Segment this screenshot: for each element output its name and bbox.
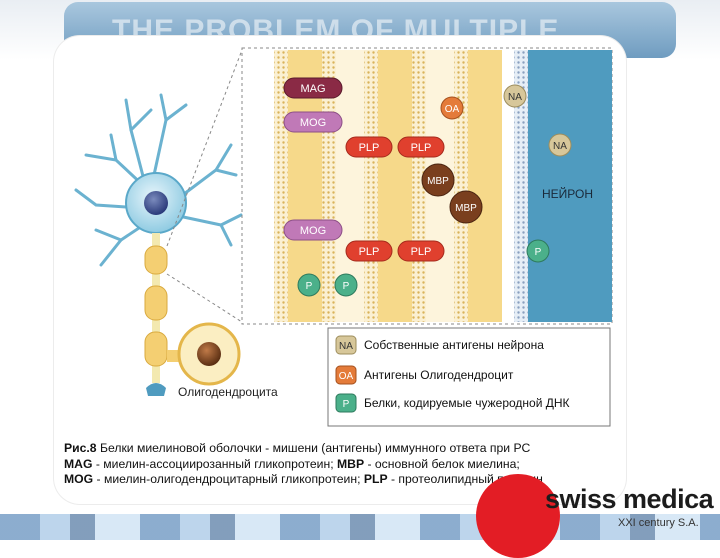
svg-text:OA: OA [445, 104, 460, 115]
badge-p-3: P [526, 239, 550, 263]
badge-na-2: NA [548, 133, 572, 157]
caption-line-2: MAG - миелин-ассоциирозанный гликопротеи… [64, 457, 624, 473]
zoom-guide-lines [166, 49, 243, 323]
svg-text:OA: OA [339, 371, 354, 382]
badge-mbp-1: MBP [421, 163, 455, 197]
svg-text:P: P [535, 247, 542, 258]
svg-text:MOG: MOG [300, 225, 326, 237]
neuron-dendrites [74, 93, 243, 267]
caption-mag-abbr: MAG [64, 456, 93, 471]
axon-terminal [146, 383, 166, 396]
svg-text:P: P [343, 281, 350, 292]
badge-mbp-2: MBP [449, 190, 483, 224]
badge-na-1: NA [503, 84, 527, 108]
svg-text:Белки, кодируемые чужеродной Д: Белки, кодируемые чужеродной ДНК [364, 396, 570, 410]
badge-mag: MAG [283, 77, 343, 99]
badge-p-1: P [297, 273, 321, 297]
svg-text:MAG: MAG [300, 83, 325, 95]
svg-text:NA: NA [508, 92, 522, 103]
badge-plp-4: PLP [397, 240, 445, 262]
svg-text:PLP: PLP [359, 246, 380, 258]
caption-mag-def: - миелин-ассоциирозанный гликопротеин; [92, 456, 337, 471]
badge-mog-bottom: MOG [283, 219, 343, 241]
legend-item-oa: OA Антигены Олигодендроцит [335, 365, 514, 385]
oligodendrocyte-label: Олигодендроцита [178, 385, 278, 399]
caption-line-1: Рис.8 Белки миелиновой оболочки - мишени… [64, 441, 624, 457]
badge-oa: OA [440, 96, 464, 120]
oligodendrocyte-nucleus [197, 342, 221, 366]
legend-item-na: NA Собственные антигены нейрона [335, 335, 544, 355]
svg-text:Собственные антигены нейрона: Собственные антигены нейрона [364, 338, 544, 352]
svg-text:MOG: MOG [300, 117, 326, 129]
neuron-label: НЕЙРОН [542, 186, 593, 201]
zoom-region [241, 47, 613, 325]
svg-text:NA: NA [339, 341, 353, 352]
caption-plp-abbr: PLP [363, 472, 388, 487]
caption-mbp-abbr: MBP [336, 456, 365, 471]
badge-plp-2: PLP [397, 136, 445, 158]
caption-title: Белки миелиновой оболочки - мишени (анти… [96, 441, 531, 455]
svg-text:P: P [343, 399, 350, 410]
svg-text:MBP: MBP [455, 203, 477, 214]
legend-item-p: P Белки, кодируемые чужеродной ДНК [335, 393, 570, 413]
caption-fig-label: Рис.8 [64, 441, 97, 455]
brand-logo-subtitle: XXI century S.A. [618, 517, 699, 529]
svg-text:Антигены Олигодендроцит: Антигены Олигодендроцит [364, 368, 514, 382]
neuron-nucleus [144, 191, 168, 215]
myelin-segments [144, 245, 168, 367]
svg-text:PLP: PLP [411, 246, 432, 258]
svg-text:PLP: PLP [359, 142, 380, 154]
brand-logo-text: swiss medica [545, 484, 714, 514]
badge-p-2: P [334, 273, 358, 297]
myelin-figure: Олигодендроцита MAG MOG MOG PLP PLP [74, 47, 613, 427]
svg-text:P: P [306, 281, 313, 292]
bottom-stripes [0, 514, 720, 540]
caption-mog-def: - миелин-олигодендроцитарный гликопротеи… [93, 472, 364, 487]
badge-plp-3: PLP [345, 240, 393, 262]
legend: NA Собственные антигены нейрона OA Антиг… [327, 327, 611, 427]
caption-mbp-def: - основной белок миелина; [364, 456, 520, 471]
badge-plp-1: PLP [345, 136, 393, 158]
caption-mog-abbr: MOG [64, 472, 94, 487]
svg-text:MBP: MBP [427, 176, 449, 187]
badge-mog-top: MOG [283, 111, 343, 133]
svg-text:NA: NA [553, 141, 567, 152]
svg-text:PLP: PLP [411, 142, 432, 154]
